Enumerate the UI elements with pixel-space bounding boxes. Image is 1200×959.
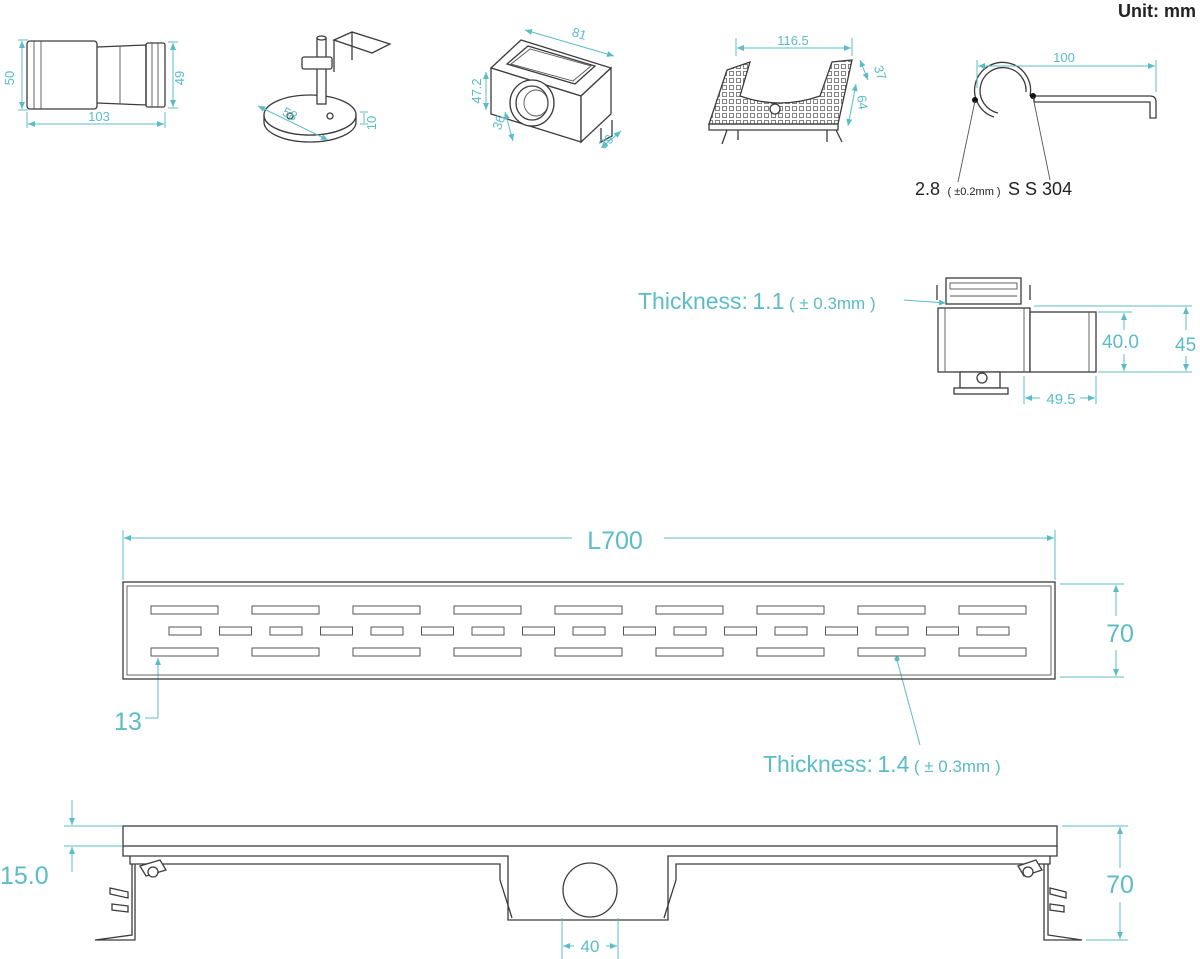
top-thickness-tolerance: ( ± 0.3mm ) xyxy=(914,757,1001,776)
top-thickness-value: 1.4 xyxy=(877,751,909,777)
section-total-height-label: 45 xyxy=(1175,335,1196,356)
grate-slot xyxy=(168,626,202,636)
clip-wire-label: 2.8 ( ±0.2mm ) S S 304 xyxy=(915,179,1072,199)
clip-wire-tolerance: ( ±0.2mm ) xyxy=(947,186,1000,198)
clip-material: S S 304 xyxy=(1008,179,1072,199)
grate-slot xyxy=(958,647,1027,657)
section-dimensions xyxy=(903,299,1192,404)
outlet-box-dimensions xyxy=(483,29,622,149)
top-length-label: L700 xyxy=(587,527,643,555)
grate-slot xyxy=(522,626,555,636)
grate-slot xyxy=(756,647,825,657)
side-view xyxy=(94,825,1083,941)
grate-slot xyxy=(774,626,808,636)
grate-slot xyxy=(471,626,505,636)
grate-slot xyxy=(825,626,858,636)
grate-slot xyxy=(875,626,909,636)
grate-slot xyxy=(352,605,421,615)
adapter-length-label: 103 xyxy=(88,109,110,124)
grate-slot xyxy=(655,605,724,615)
section-thickness-value: 1.1 xyxy=(752,288,784,314)
grate-slot xyxy=(150,605,219,615)
side-height-label: 70 xyxy=(1106,871,1134,899)
grate-slot xyxy=(857,647,926,657)
grate-slot xyxy=(269,626,303,636)
grate-slot xyxy=(756,605,825,615)
grate-slot xyxy=(976,626,1010,636)
grate-holder-dimensions xyxy=(735,38,869,127)
adapter-dimensions xyxy=(18,39,178,128)
top-view-dimensions xyxy=(122,530,1124,746)
side-outlet-label: 40 xyxy=(581,937,600,956)
top-margin-label: 13 xyxy=(114,708,142,736)
section-thickness-tolerance: ( ± 0.3mm ) xyxy=(789,294,876,313)
grate-slot xyxy=(150,647,219,657)
clip-length-label: 100 xyxy=(1053,50,1075,65)
grate-slot xyxy=(453,605,522,615)
grate-slots xyxy=(150,605,1027,657)
side-rim-label: 15.0 xyxy=(0,862,49,890)
grate-slot xyxy=(572,626,606,636)
grate-slot xyxy=(724,626,757,636)
outlet-box-pipe-label: 36 xyxy=(489,113,508,132)
outlet-box-top-label: 81 xyxy=(570,24,588,43)
mount-dimensions xyxy=(257,105,368,141)
adapter-height-left-label: 50 xyxy=(2,71,17,85)
leveling-screw-right xyxy=(1017,859,1067,913)
grate-holder-height-label: 64 xyxy=(854,94,871,110)
unit-label: Unit: mm xyxy=(1118,1,1196,21)
leveling-screw-left xyxy=(109,859,167,913)
grate-slot xyxy=(926,626,959,636)
top-view-channel xyxy=(122,581,1056,680)
grate-slot xyxy=(352,647,421,657)
clip-part xyxy=(957,61,1157,183)
adapter-part xyxy=(26,40,166,110)
outlet-box-height-label: 47.2 xyxy=(469,78,484,103)
grate-slot xyxy=(655,647,724,657)
grate-slot xyxy=(857,605,926,615)
grate-slot xyxy=(251,647,320,657)
side-dimensions xyxy=(64,800,1128,959)
top-width-label: 70 xyxy=(1106,620,1134,648)
grate-slot xyxy=(421,626,454,636)
outlet-box-part xyxy=(489,39,613,144)
grate-slot xyxy=(554,605,623,615)
grate-slot xyxy=(219,626,252,636)
grate-holder-part xyxy=(708,59,853,145)
grate-slot xyxy=(623,626,656,636)
grate-slot xyxy=(554,647,623,657)
section-outlet-height-label: 40.0 xyxy=(1102,332,1139,353)
grate-slot xyxy=(453,647,522,657)
adapter-height-right-label: 49 xyxy=(172,71,187,85)
top-thickness-label: Thickness: 1.4 ( ± 0.3mm ) xyxy=(763,751,1001,777)
clip-dimensions xyxy=(976,60,1157,92)
section-thickness-title: Thickness: xyxy=(638,288,748,314)
grate-slot xyxy=(958,605,1027,615)
grate-holder-width-label: 116.5 xyxy=(777,33,809,48)
section-view xyxy=(936,277,1097,395)
section-outlet-length-label: 49.5 xyxy=(1046,391,1075,408)
outlet-box-side-label: 39 xyxy=(596,131,617,152)
clip-wire-value: 2.8 xyxy=(915,179,940,199)
grate-slot xyxy=(251,605,320,615)
grate-slot xyxy=(673,626,707,636)
mount-diameter-label: 58 xyxy=(280,104,300,124)
grate-holder-depth-label: 37 xyxy=(871,63,890,81)
top-thickness-title: Thickness: xyxy=(763,751,873,777)
grate-slot xyxy=(320,626,353,636)
grate-slot xyxy=(370,626,404,636)
section-thickness-label: Thickness: 1.1 ( ± 0.3mm ) xyxy=(638,288,876,314)
mount-height-label: 10 xyxy=(364,116,379,130)
